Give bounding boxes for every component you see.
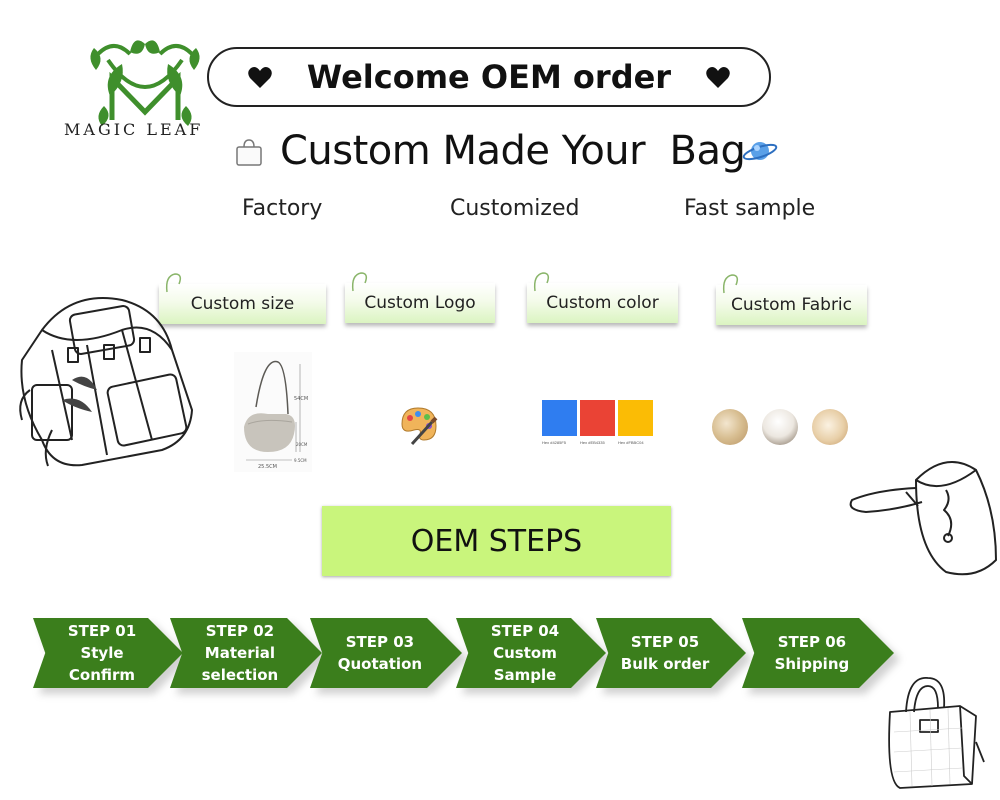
step-chevron — [596, 618, 746, 688]
page-title: Custom Made Your Bag — [280, 128, 746, 174]
step-line: STEP 05 — [630, 633, 700, 651]
fabric-sample-cream — [812, 409, 848, 445]
step-line: Bulk order — [620, 655, 710, 673]
step-line: STEP 06 — [777, 633, 847, 651]
welcome-banner: Welcome OEM order — [207, 47, 771, 107]
step-label: STEP 02 Material selection — [185, 620, 295, 686]
step-label: STEP 06 Shipping — [757, 631, 867, 675]
tote-bag-sketch-image — [888, 677, 985, 789]
step-line: STEP 04 — [490, 622, 560, 640]
feature-customized: Customized — [450, 196, 580, 221]
step-line: Confirm — [68, 666, 136, 684]
tag-hook-icon — [533, 272, 550, 292]
tag-custom-logo: Custom Logo — [345, 272, 495, 323]
steps-process — [33, 618, 894, 688]
tag-custom-fabric: Custom Fabric — [716, 274, 867, 325]
step-line: STEP 01 — [67, 622, 137, 640]
bag-dimension-image: 54CM 20CM 25.5CM 9.5CM — [234, 352, 312, 472]
palette-icon — [401, 407, 438, 446]
step-line: Style — [80, 644, 124, 662]
dimension-height-label: 54CM — [294, 396, 308, 402]
step-line: STEP 02 — [205, 622, 275, 640]
saturn-icon — [742, 142, 778, 161]
feature-factory: Factory — [242, 196, 323, 221]
fabric-sample-beige — [712, 409, 748, 445]
dimension-width-label: 25.5CM — [258, 464, 277, 470]
step-line: Sample — [493, 666, 557, 684]
swatch-label: Hex #FBBC04 — [618, 440, 644, 445]
step-line: selection — [201, 666, 279, 684]
step-line: Quotation — [337, 655, 423, 673]
welcome-text: Welcome OEM order — [306, 58, 672, 96]
step-line: Custom — [493, 644, 557, 662]
swatch-blue — [542, 400, 577, 436]
step-chevron — [170, 618, 322, 688]
swatch-yellow — [618, 400, 653, 436]
oem-steps-heading: OEM STEPS — [322, 506, 671, 576]
dimension-side-label: 9.5CM — [294, 458, 307, 463]
heart-icon — [706, 67, 730, 88]
tag-custom-color: Custom color — [527, 272, 678, 323]
dimension-depth-label: 20CM — [296, 442, 308, 447]
tag-hook-icon — [722, 274, 739, 294]
step-chevron — [310, 618, 462, 688]
feature-fast-sample: Fast sample — [684, 196, 816, 221]
bucket-bag-sketch-image — [849, 461, 997, 576]
step-line: Material — [204, 644, 275, 662]
swatch-label: Hex #EB4335 — [580, 440, 605, 445]
step-chevron — [33, 618, 183, 688]
tag-label: Custom color — [546, 293, 659, 313]
tag-custom-size: Custom size — [159, 273, 326, 324]
tag-label: Custom Fabric — [730, 295, 853, 315]
shopping-bag-icon — [236, 139, 262, 166]
step-line: STEP 03 — [345, 633, 415, 651]
backpack-sketch-image — [19, 297, 193, 467]
fabric-sample-white — [762, 409, 798, 445]
heart-icon — [248, 67, 272, 88]
step-chevron — [742, 618, 894, 688]
step-label: STEP 05 Bulk order — [610, 631, 720, 675]
tag-hook-icon — [165, 273, 182, 293]
step-line: Shipping — [774, 655, 850, 673]
tag-hook-icon — [351, 272, 368, 292]
tag-label: Custom size — [190, 294, 295, 314]
logo-text: MAGIC LEAF — [64, 120, 204, 139]
step-chevron — [456, 618, 606, 688]
tag-label: Custom Logo — [364, 293, 476, 313]
magic-leaf-logo — [90, 40, 200, 126]
swatch-red — [580, 400, 615, 436]
step-label: STEP 03 Quotation — [325, 631, 435, 675]
swatch-label: Hex #4285F5 — [542, 440, 567, 445]
